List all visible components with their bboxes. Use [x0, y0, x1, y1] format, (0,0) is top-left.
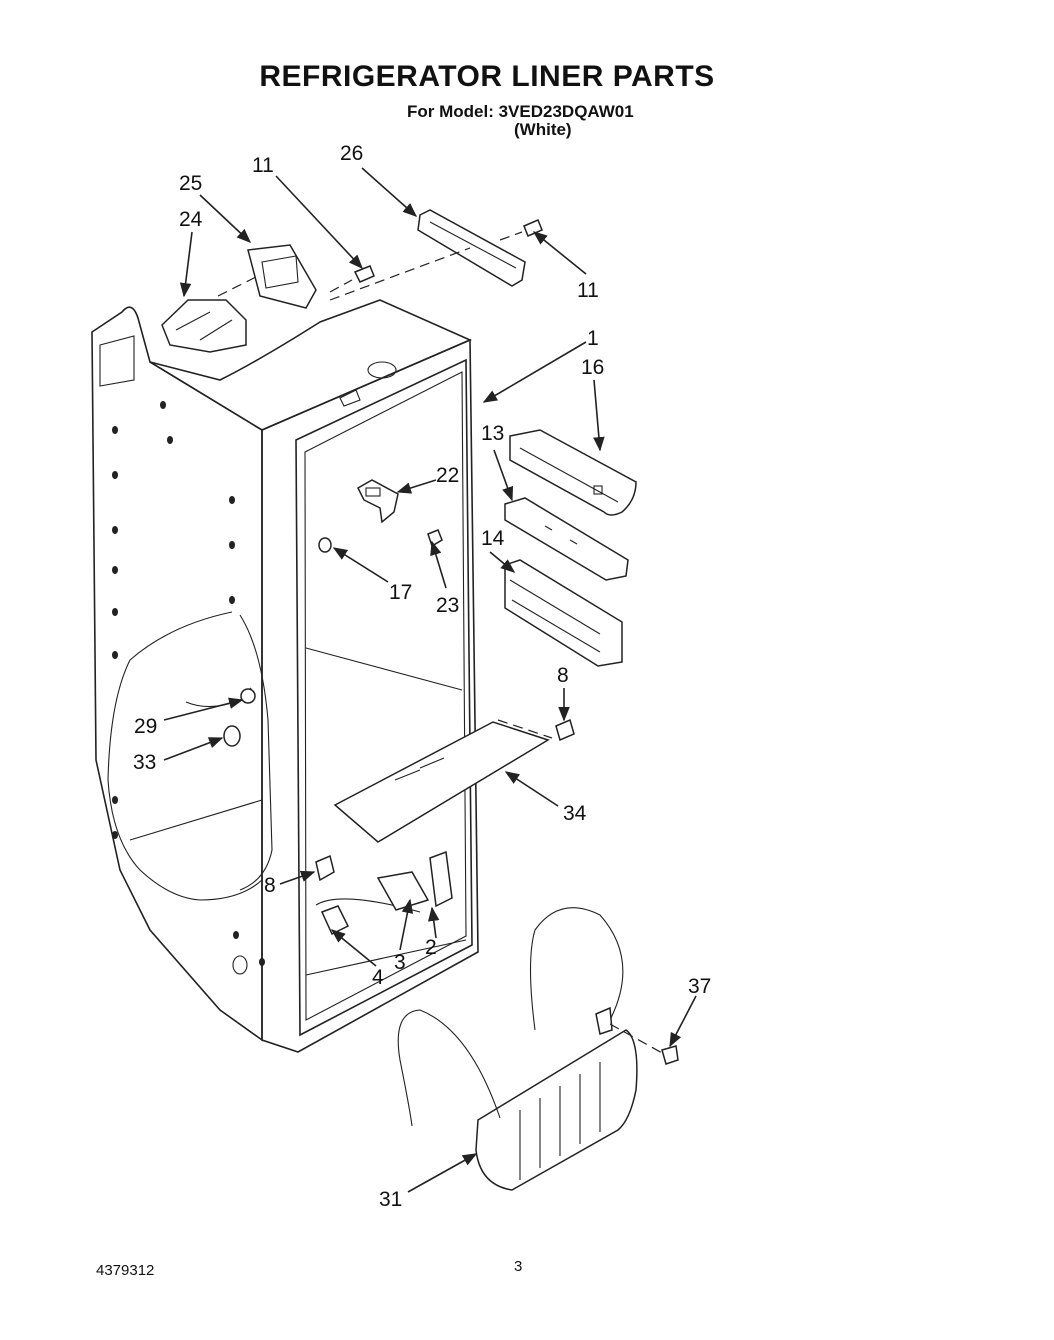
callout-8-left: 8 [264, 874, 276, 897]
callout-26: 26 [340, 142, 363, 165]
part-29-33-wire-light [185, 687, 256, 747]
callout-11-right: 11 [577, 279, 599, 302]
part-3-bracket [376, 871, 430, 911]
screw-11-right [499, 219, 543, 241]
callout-13: 13 [481, 422, 504, 445]
callout-labels: 25 24 11 26 11 1 16 13 14 22 23 17 29 33… [133, 142, 711, 1211]
callout-33: 33 [133, 751, 156, 774]
part-2-bracket [429, 850, 453, 908]
callout-3: 3 [394, 951, 406, 974]
callout-23: 23 [436, 594, 459, 617]
callout-16: 16 [581, 356, 604, 379]
callout-29: 29 [134, 715, 157, 738]
page-number: 3 [514, 1258, 523, 1275]
callout-37: 37 [688, 975, 711, 998]
callout-14: 14 [481, 527, 505, 550]
page-title: REFRIGERATOR LINER PARTS [259, 60, 715, 93]
callout-2: 2 [425, 936, 437, 959]
side-holes [112, 401, 265, 975]
callout-8-right: 8 [557, 664, 569, 687]
part-16-cover [509, 429, 637, 516]
callout-1: 1 [587, 327, 599, 350]
callout-31: 31 [379, 1188, 402, 1211]
screw-11-left [329, 265, 375, 293]
part-13-housing [504, 497, 629, 581]
liner-body [91, 299, 479, 1053]
part-24-25-module [161, 244, 317, 353]
model-color: (White) [514, 120, 572, 139]
part-17-plug [318, 537, 332, 553]
callout-25: 25 [179, 172, 202, 195]
part-8-lower-plug [315, 854, 335, 882]
part-22-bracket [357, 479, 399, 524]
document-number: 4379312 [96, 1262, 155, 1279]
callout-22: 22 [436, 464, 459, 487]
part-37-screw [661, 1045, 679, 1065]
callout-17: 17 [389, 581, 412, 604]
part-34-shelf [333, 718, 575, 843]
leader-lines [163, 167, 697, 1193]
part-4-block [320, 905, 350, 936]
callout-11-top: 11 [252, 154, 274, 177]
part-31-heater [397, 907, 665, 1191]
callout-34: 34 [563, 802, 587, 825]
part-26-rail [329, 209, 526, 301]
callout-4: 4 [372, 966, 384, 989]
callout-24: 24 [179, 208, 203, 231]
model-number: For Model: 3VED23DQAW01 [407, 102, 634, 121]
part-23-screw [427, 529, 443, 548]
part-14-housing [504, 559, 623, 667]
